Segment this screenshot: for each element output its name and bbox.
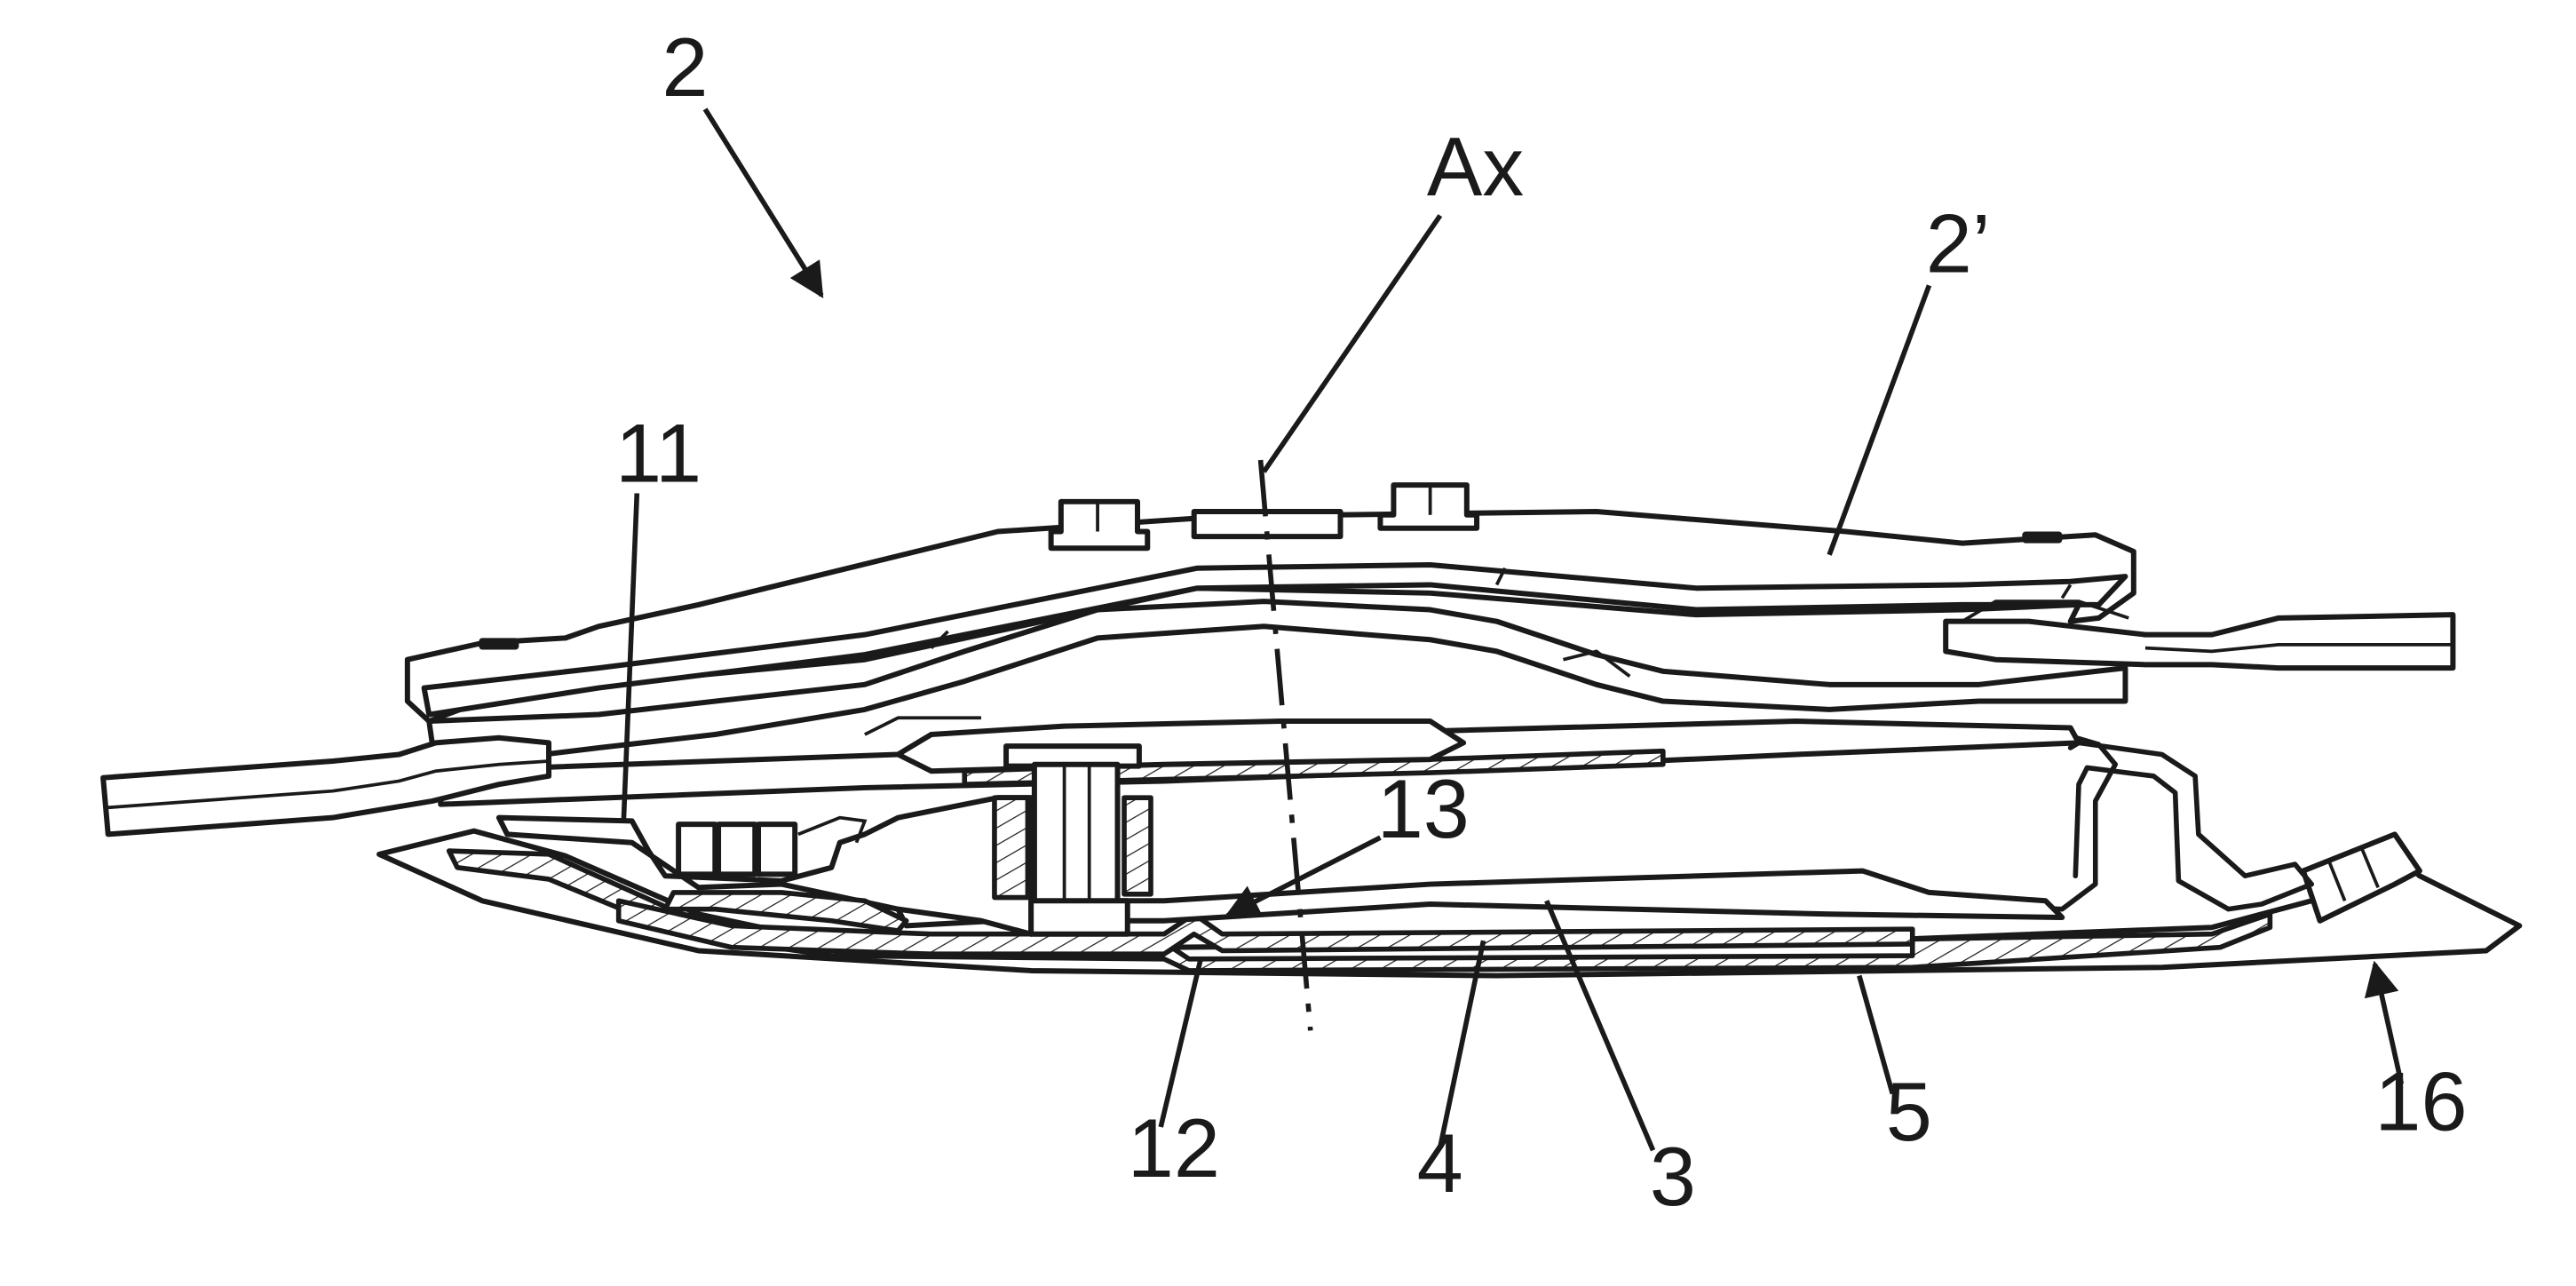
nut-left-3 (758, 824, 795, 874)
leader-2 (705, 109, 821, 296)
label-3: 3 (1650, 1130, 1696, 1223)
right-small-pad (2022, 532, 2062, 544)
label-13: 13 (1377, 762, 1470, 855)
spring-right (1124, 798, 1151, 894)
spring-left (995, 798, 1027, 897)
label-ax: Ax (1427, 120, 1524, 213)
label-2prime: 2’ (1926, 196, 1991, 290)
label-5: 5 (1886, 1065, 1932, 1158)
label-12: 12 (1128, 1101, 1220, 1195)
bolt-foot (1031, 901, 1128, 933)
nut-left-1 (678, 824, 715, 874)
label-11: 11 (615, 406, 701, 499)
label-2: 2 (662, 20, 708, 114)
central-bolt (1034, 765, 1118, 911)
right-strap-tab (1946, 615, 2453, 668)
left-small-pad (479, 638, 519, 649)
label-4: 4 (1417, 1116, 1463, 1210)
leader-2prime (1829, 285, 1929, 554)
nut-left-2 (718, 824, 755, 874)
left-strap-tab (103, 738, 549, 835)
label-16: 16 (2374, 1055, 2467, 1148)
leader-ax (1264, 216, 1440, 472)
